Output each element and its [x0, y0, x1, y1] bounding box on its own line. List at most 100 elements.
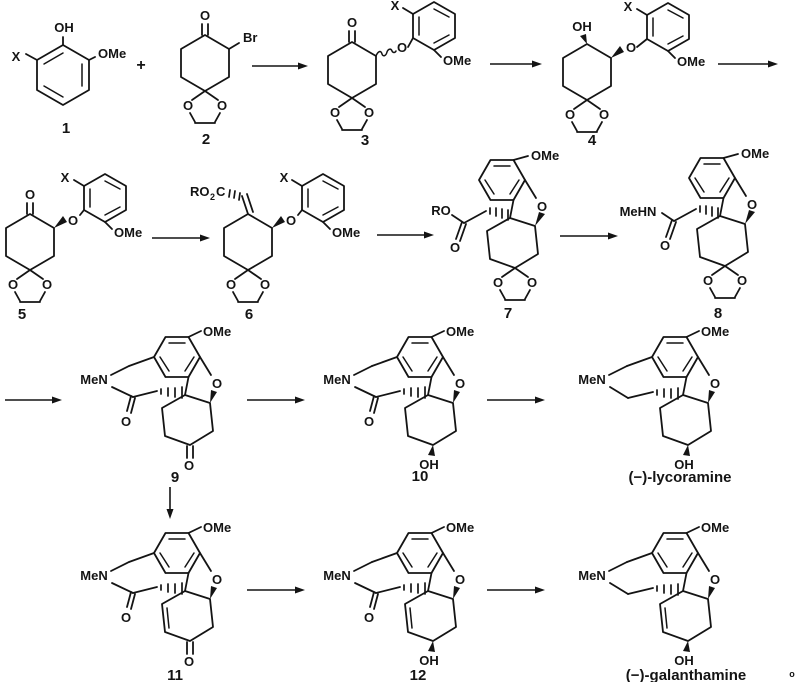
hydroxyl-label: OH	[419, 653, 439, 668]
structure-9: OMe O O MeN O 9	[80, 324, 231, 486]
ether-wedge-bond	[611, 46, 624, 58]
oh-wedge-bond	[683, 445, 690, 456]
furan-oxygen-label: O	[710, 572, 720, 587]
furan-oxygen-label: O	[212, 572, 222, 587]
structure-3: O O X OMe O O 3	[327, 0, 471, 149]
oh-wedge-bond	[428, 641, 435, 652]
hydroxyl-label: OH	[674, 457, 694, 472]
ether-wedge-bond	[54, 216, 67, 228]
furan-wedge-bond	[745, 210, 755, 224]
methoxy-label: OMe	[114, 225, 142, 240]
dioxolane-oxygen-label: O	[364, 105, 374, 120]
structure-lycoramine: OMe O OH MeN (−)-lycoramine	[578, 324, 731, 486]
ketone-oxygen-label: O	[184, 654, 194, 669]
structure-5: O O X OMe O O 5	[5, 170, 142, 323]
x-substituent-label: X	[61, 170, 70, 185]
ether-oxygen-label: O	[626, 40, 636, 55]
methoxy-label: OMe	[701, 520, 729, 535]
compound-number: 12	[410, 667, 427, 682]
compound-number: 10	[412, 468, 429, 485]
compound-number: 11	[167, 667, 183, 682]
structure-1: OH X OMe 1	[12, 20, 127, 137]
arrow-5	[377, 231, 434, 239]
n-methyl-amine-label: MeN	[323, 568, 350, 583]
furan-oxygen-label: O	[455, 572, 465, 587]
corner-mark: o	[789, 669, 795, 679]
furan-wedge-bond	[535, 212, 545, 226]
structure-11: OMe O O MeN O 11	[80, 520, 231, 682]
compound-number: 4	[588, 132, 597, 149]
arrow-10	[166, 487, 174, 519]
n-methyl-amine-label: MeN	[323, 372, 350, 387]
methoxy-label: OMe	[701, 324, 729, 339]
structure-2: O Br O O 2	[180, 8, 257, 148]
enone-double-bond	[166, 607, 170, 629]
structure-4: OH O X OMe O O 4	[562, 0, 705, 149]
alkene-double-bond	[664, 607, 668, 629]
furan-wedge-bond	[453, 586, 460, 599]
furan-oxygen-label: O	[537, 199, 547, 214]
dioxolane-oxygen-label: O	[183, 98, 193, 113]
oh-wedge-bond	[580, 34, 587, 44]
methoxy-label: OMe	[332, 225, 360, 240]
methoxy-label: OMe	[446, 324, 474, 339]
dioxolane-oxygen-label: O	[330, 105, 340, 120]
arrow-9	[487, 396, 545, 404]
furan-wedge-bond	[210, 390, 217, 403]
compound-number: 2	[202, 131, 210, 148]
dioxolane-oxygen-label: O	[599, 107, 609, 122]
bromo-label: Br	[243, 30, 257, 45]
furan-wedge-bond	[453, 390, 460, 403]
arrow-6	[560, 232, 618, 240]
oh-wedge-bond	[428, 445, 435, 456]
structure-8: OMe O O MeHN O O 8	[620, 146, 770, 322]
structure-12: OMe O OH MeN O 12	[323, 520, 474, 682]
ketone-oxygen-label: O	[184, 458, 194, 473]
carbonyl-oxygen-label: O	[660, 238, 670, 253]
dioxolane-oxygen-label: O	[703, 273, 713, 288]
structure-10: OMe O OH MeN O 10	[323, 324, 474, 485]
ester-ro-label: RO	[431, 203, 451, 218]
ketone-oxygen-label: O	[200, 8, 210, 23]
arrow-2	[490, 60, 542, 68]
compound-number: 9	[171, 469, 179, 486]
ether-oxygen-label: O	[397, 40, 407, 55]
ester-group-label: RO	[190, 184, 210, 199]
dioxolane-oxygen-label: O	[527, 275, 537, 290]
arrow-1	[252, 62, 308, 70]
compound-number: 6	[245, 306, 253, 323]
compound-name: (−)-galanthamine	[626, 667, 746, 682]
carbonyl-oxygen-label: O	[450, 240, 460, 255]
alkene-double-bond	[409, 607, 413, 629]
compound-number: 8	[714, 305, 722, 322]
dioxolane-oxygen-label: O	[8, 277, 18, 292]
lactam-oxygen-label: O	[364, 414, 374, 429]
furan-wedge-bond	[210, 586, 217, 599]
ether-oxygen-label: O	[286, 213, 296, 228]
dioxolane-oxygen-label: O	[217, 98, 227, 113]
wavy-bond	[375, 48, 397, 57]
ketone-oxygen-label: O	[347, 15, 357, 30]
compound-number: 7	[504, 305, 512, 322]
dioxolane-oxygen-label: O	[493, 275, 503, 290]
lactam-oxygen-label: O	[121, 414, 131, 429]
dioxolane-oxygen-label: O	[260, 277, 270, 292]
furan-wedge-bond	[708, 390, 715, 403]
compound-name: (−)-lycoramine	[629, 469, 732, 486]
furan-oxygen-label: O	[747, 197, 757, 212]
ether-oxygen-label: O	[68, 213, 78, 228]
arrow-3	[718, 60, 778, 68]
n-methyl-amine-label: MeN	[578, 568, 605, 583]
ester-subscript: 2	[210, 192, 215, 202]
structure-7: OMe O O RO O O 7	[431, 148, 559, 322]
ketone-oxygen-label: O	[25, 187, 35, 202]
structure-galanthamine: OMe O OH MeN (−)-galanthamine	[578, 520, 746, 682]
hydroxyl-label: OH	[572, 19, 592, 34]
x-substituent-label: X	[12, 49, 21, 64]
compound-number: 3	[361, 132, 369, 149]
furan-oxygen-label: O	[710, 376, 720, 391]
dioxolane-oxygen-label: O	[226, 277, 236, 292]
dioxolane-oxygen-label: O	[737, 273, 747, 288]
dioxolane-oxygen-label: O	[42, 277, 52, 292]
